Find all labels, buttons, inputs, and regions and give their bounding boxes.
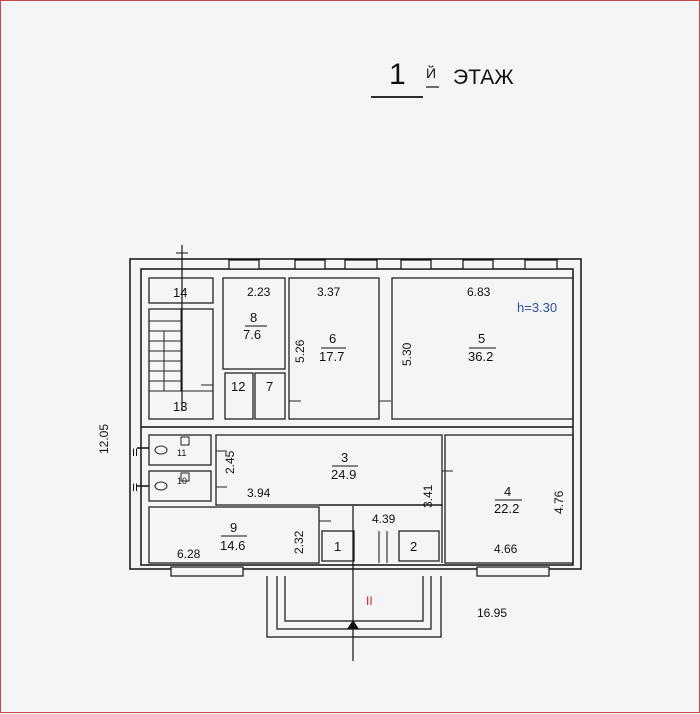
- room-4: [444, 434, 574, 564]
- dim-2-23: 2.23: [247, 285, 271, 299]
- floor-suffix: Й: [426, 64, 436, 81]
- dim-2-32: 2.32: [292, 530, 306, 554]
- room-9-number: 9: [230, 520, 237, 535]
- dim-2-45: 2.45: [223, 450, 237, 474]
- room-11: [148, 434, 212, 466]
- floor-word: ЭТАЖ: [453, 66, 514, 89]
- section-mark-left: II: [132, 482, 138, 494]
- room-8-area: 7.6: [243, 327, 261, 342]
- bottom-windows: [170, 566, 550, 577]
- dim-4-39: 4.39: [372, 512, 396, 526]
- room-5-number: 5: [478, 331, 485, 346]
- room-6-area: 17.7: [319, 349, 344, 364]
- dim-16-95: 16.95: [477, 606, 507, 620]
- door-swings: [201, 384, 453, 522]
- room-14-number: 14: [173, 285, 187, 300]
- room-8-number: 8: [250, 310, 257, 325]
- room-1-number: 1: [334, 539, 341, 554]
- section-mark-entry: II: [366, 594, 373, 608]
- section-mark-left-upper: II: [132, 447, 138, 459]
- stair-steps-icon: [149, 309, 213, 392]
- dim-5-30: 5.30: [400, 342, 414, 366]
- room-7: [254, 372, 286, 420]
- dim-4-76: 4.76: [552, 490, 566, 514]
- room-2-number: 2: [410, 539, 417, 554]
- room-5: [391, 277, 574, 420]
- room-11-number: 11: [177, 448, 186, 458]
- room-1: [321, 530, 355, 562]
- top-windows: [228, 259, 558, 270]
- room-5-area: 36.2: [468, 349, 493, 364]
- entry-arrow-icon: [347, 620, 359, 629]
- dim-6-28: 6.28: [177, 547, 201, 561]
- dim-12-05: 12.05: [97, 424, 111, 454]
- room-13-number: 13: [173, 399, 187, 414]
- room-6: [288, 277, 380, 420]
- room-8: [222, 277, 286, 370]
- dim-3-37: 3.37: [317, 285, 341, 299]
- room-9: [148, 506, 320, 564]
- dim-6-83: 6.83: [467, 285, 491, 299]
- room-4-number: 4: [504, 484, 511, 499]
- room-6-number: 6: [329, 331, 336, 346]
- floor-number: 1: [389, 58, 406, 91]
- dim-3-41: 3.41: [421, 484, 435, 508]
- toilet-icons: [154, 436, 190, 491]
- room-12: [224, 372, 254, 420]
- room-2: [398, 530, 440, 562]
- inner-wall-outline: [140, 268, 574, 566]
- room-3-area: 24.9: [331, 467, 356, 482]
- dim-3-94: 3.94: [247, 486, 271, 500]
- room-4-area: 22.2: [494, 501, 519, 516]
- outer-wall-outline: [129, 258, 582, 570]
- room-9-area: 14.6: [220, 538, 245, 553]
- dim-4-66: 4.66: [494, 542, 518, 556]
- room-14: [148, 277, 214, 304]
- height-note: h=3.30: [517, 300, 557, 315]
- room-12-number: 12: [231, 379, 245, 394]
- room-3-number: 3: [341, 450, 348, 465]
- room-10-number: 10: [177, 476, 187, 486]
- dim-5-26: 5.26: [293, 339, 307, 363]
- room-7-number: 7: [266, 379, 273, 394]
